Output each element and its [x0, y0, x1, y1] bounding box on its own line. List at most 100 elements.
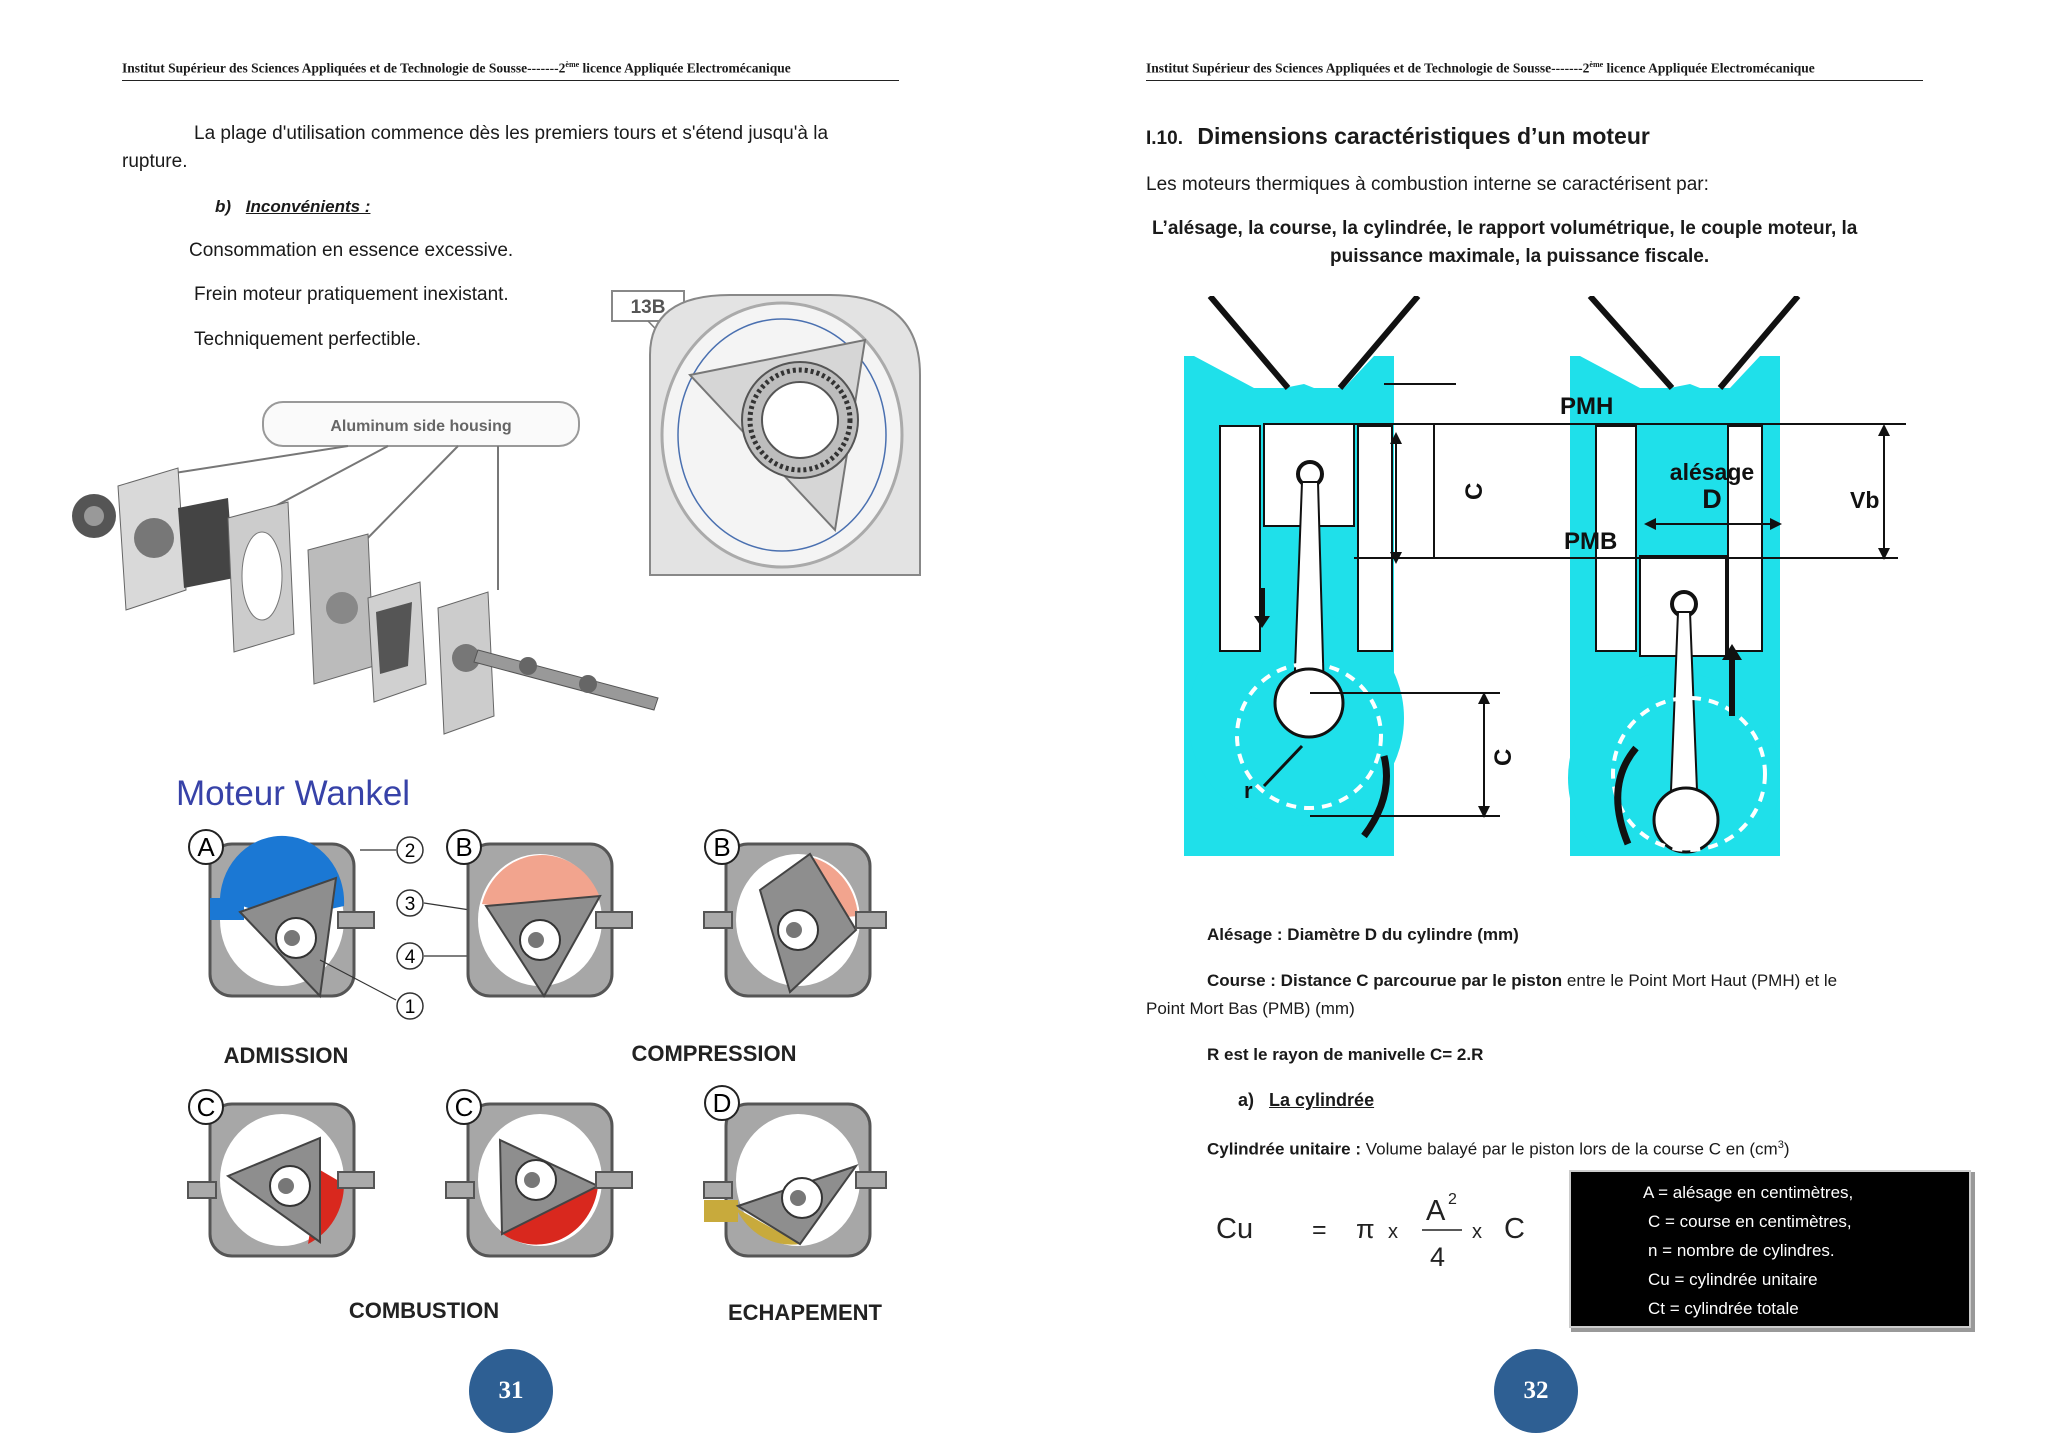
cylindree-formula: Cu = π x A 2 4 x C: [1216, 1191, 1525, 1272]
leader-line: [267, 445, 389, 511]
leader-line: [357, 445, 459, 549]
gear-teeth: [747, 367, 853, 473]
stage-marker: [188, 1089, 224, 1125]
definition-course-rest: entre le Point Mort Haut (PMH) et le: [1562, 971, 1838, 990]
rotor-housing-part: [227, 501, 295, 653]
header-rule: [1146, 80, 1923, 81]
engine-dimensions-diagram: PMH PMB C C alésage D Vb r: [1184, 296, 1906, 856]
housing-label-box: [262, 401, 580, 447]
label-course-top: C: [1461, 483, 1488, 500]
wankel-cycle-diagram: A 2 3 4 1 B: [187, 829, 887, 1325]
formula-times: x: [1472, 1221, 1482, 1243]
wankel-unit-compression-1: [466, 842, 633, 998]
subsection-title: La cylindrée: [1269, 1090, 1375, 1110]
label-pmb: PMB: [1564, 528, 1617, 555]
pulley-part: [72, 494, 116, 538]
paragraph-line: rupture.: [122, 151, 188, 172]
formula-lhs: Cu: [1216, 1213, 1253, 1245]
formula-eq: =: [1312, 1216, 1327, 1244]
header-rule: [122, 80, 899, 81]
stage-letter: C: [455, 1092, 474, 1122]
header-sup: ème: [565, 60, 580, 69]
intermediate-housing-part: [307, 533, 375, 685]
label-diameter: D: [1702, 484, 1722, 514]
wankel-title: Moteur Wankel: [176, 774, 411, 813]
engine-left: [1184, 296, 1421, 856]
callout-number: 2: [405, 841, 416, 862]
rotor-label: 13B: [631, 297, 666, 318]
characteristics-line: L’alésage, la course, la cylindrée, le r…: [1152, 218, 1858, 239]
legend-item: Ct = cylindrée totale: [1648, 1299, 1799, 1318]
stage-label-combustion: COMBUSTION: [349, 1298, 499, 1323]
stage-marker: [188, 829, 224, 865]
legend-item: n = nombre de cylindres.: [1648, 1241, 1835, 1260]
paragraph-line: La plage d'utilisation commence dès les …: [194, 123, 829, 144]
formula-exponent: 2: [1448, 1191, 1457, 1208]
section-heading: b) Inconvénients :: [215, 193, 370, 221]
stage-letter: B: [455, 832, 472, 862]
definition-course: Course : Distance C parcourue par le pis…: [1207, 967, 1837, 995]
stage-label-echappement: ECHAPEMENT: [728, 1300, 883, 1325]
formula-times: x: [1388, 1221, 1398, 1243]
definition-course-bold: Course : Distance C parcourue par le pis…: [1207, 971, 1563, 990]
stage-letter: B: [713, 832, 730, 862]
label-pmh: PMH: [1560, 393, 1613, 420]
label-vb: Vb: [1850, 487, 1879, 513]
callout-number: 4: [405, 947, 416, 968]
rotor-bore: [761, 381, 839, 459]
wankel-unit-compression-2: [703, 842, 887, 998]
wankel-unit-echappement: [703, 1102, 887, 1258]
drawback-item: Techniquement perfectible.: [194, 329, 422, 350]
page-number: 32: [1494, 1349, 1578, 1433]
intro-text: Les moteurs thermiques à combustion inte…: [1146, 174, 1709, 195]
header-institution: Institut Supérieur des Sciences Appliqué…: [1146, 60, 1590, 76]
formula-c: C: [1504, 1213, 1525, 1245]
cylindree-bold: Cylindrée unitaire :: [1207, 1139, 1361, 1159]
stage-marker: [446, 1089, 482, 1125]
formula-denominator: 4: [1430, 1242, 1445, 1272]
wankel-unit-admission: [208, 835, 375, 999]
wankel-unit-combustion-1: [187, 1102, 375, 1258]
section-prefix: b): [215, 197, 232, 216]
legend-item: A = alésage en centimètres,: [1643, 1183, 1854, 1202]
rotor-part: [367, 581, 427, 703]
stage-label-compression: COMPRESSION: [631, 1041, 796, 1066]
callout-number: 1: [405, 997, 416, 1018]
formula-pi: π: [1356, 1214, 1375, 1244]
label-alesage: alésage: [1670, 459, 1754, 485]
section-heading: I.10. Dimensions caractéristiques d’un m…: [1146, 122, 1650, 153]
dimension-lines: [1310, 383, 1906, 818]
callout-number: 3: [405, 894, 416, 915]
leader-line: [167, 445, 349, 475]
subsection-prefix: a): [1238, 1090, 1255, 1110]
label-course-bottom: C: [1490, 749, 1517, 766]
stage-marker: [704, 1085, 740, 1121]
stage-letter: A: [197, 832, 215, 862]
rear-housing-part: [437, 591, 495, 735]
legend-item: C = course en centimètres,: [1648, 1212, 1852, 1231]
characteristics-line: puissance maximale, la puissance fiscale…: [1330, 246, 1710, 267]
drawback-item: Consommation en essence excessive.: [189, 240, 514, 261]
stage-marker: [446, 829, 482, 865]
front-housing-part: [117, 467, 234, 611]
stage-marker: [704, 829, 740, 865]
part-callouts: 2 3 4 1: [319, 836, 471, 1020]
page-number: 31: [469, 1349, 553, 1433]
header-program: licence Appliquée Electromécanique: [1603, 60, 1815, 76]
formula-numerator: A: [1426, 1195, 1446, 1227]
section-title: Inconvénients :: [245, 197, 371, 216]
page-header: Institut Supérieur des Sciences Appliqué…: [122, 60, 791, 77]
cylindree-end: ): [1783, 1139, 1790, 1159]
legend-item: Cu = cylindrée unitaire: [1648, 1270, 1818, 1289]
header-program: licence Appliquée Electromécanique: [579, 60, 791, 76]
stage-label-admission: ADMISSION: [224, 1043, 349, 1068]
drawback-item: Frein moteur pratiquement inexistant.: [194, 284, 509, 305]
stage-letter: D: [713, 1088, 732, 1118]
definition-radius: R est le rayon de manivelle C= 2.R: [1207, 1045, 1484, 1064]
header-sup: ème: [1589, 60, 1604, 69]
eccentric-shaft-part: [473, 649, 659, 711]
page-right: Institut Supérieur des Sciences Appliqué…: [1024, 0, 2048, 1447]
subsection-heading: a) La cylindrée: [1238, 1086, 1374, 1114]
definition-cylindree: Cylindrée unitaire : Volume balayé par l…: [1207, 1131, 1790, 1164]
rotor-housing-figure: 13B: [611, 290, 921, 576]
